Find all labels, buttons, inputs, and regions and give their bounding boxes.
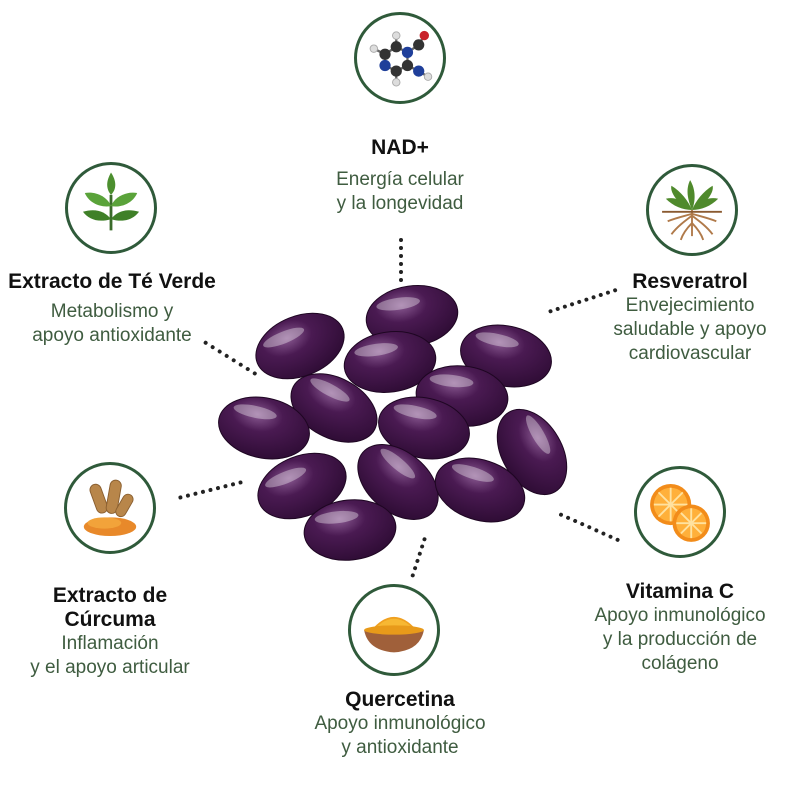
nad-desc-line1: Energía celular (336, 169, 464, 190)
turmeric-root-icon (64, 462, 156, 554)
quercetin-desc-line2: y antioxidante (341, 737, 459, 758)
tea-label: Extracto de Té Verde Metabolismo y apoyo… (0, 270, 224, 348)
capsule (496, 408, 568, 496)
capsule (218, 396, 310, 460)
orange-slice-icon (634, 466, 726, 558)
nad-desc-line2: y la longevidad (336, 193, 464, 214)
tea-leaf-icon (65, 162, 157, 254)
quercetin-label: Quercetina Apoyo inmunológico y antioxid… (290, 688, 510, 760)
quercetin-title: Quercetina (345, 688, 455, 711)
capsule (378, 396, 470, 460)
vitc-desc-line2: y la producción de (602, 629, 758, 650)
resveratrol-desc-line1: Envejecimiento (625, 295, 755, 316)
turmeric-title-line1: Extracto de (52, 584, 168, 607)
resveratrol-desc-line2: saludable y apoyo (613, 319, 767, 340)
molecule-icon (354, 12, 446, 104)
nad-title: NAD+ (371, 136, 429, 159)
capsule (434, 457, 526, 523)
capsule (290, 373, 378, 443)
vitc-desc-line1: Apoyo inmunológico (594, 605, 766, 626)
powder-bowl-icon (348, 584, 440, 676)
turmeric-desc-line1: Inflamación (61, 633, 159, 654)
nad-label: NAD+ Energía celular y la longevidad (300, 136, 500, 216)
connector-nad (399, 238, 403, 282)
vitc-title: Vitamina C (625, 580, 735, 603)
tea-title: Extracto de Té Verde (8, 270, 216, 293)
capsule (365, 285, 459, 347)
turmeric-title-line2: Cúrcuma (64, 608, 156, 631)
turmeric-label: Extracto de Cúrcuma Inflamación y el apo… (10, 584, 210, 680)
plant-roots-icon (646, 164, 738, 256)
quercetin-desc-line1: Apoyo inmunológico (314, 713, 486, 734)
vitc-label: Vitamina C Apoyo inmunológico y la produ… (580, 580, 780, 676)
tea-desc-line1: Metabolismo y (50, 301, 174, 322)
capsule (255, 312, 345, 380)
capsule (343, 331, 437, 393)
resveratrol-title: Resveratrol (632, 270, 748, 293)
capsule (303, 499, 397, 561)
resveratrol-label: Resveratrol Envejecimiento saludable y a… (600, 270, 780, 366)
vitc-desc-line3: colágeno (641, 653, 719, 674)
turmeric-desc-line2: y el apoyo articular (30, 657, 190, 678)
tea-desc-line2: apoyo antioxidante (32, 325, 192, 346)
resveratrol-desc-line3: cardiovascular (628, 343, 752, 364)
